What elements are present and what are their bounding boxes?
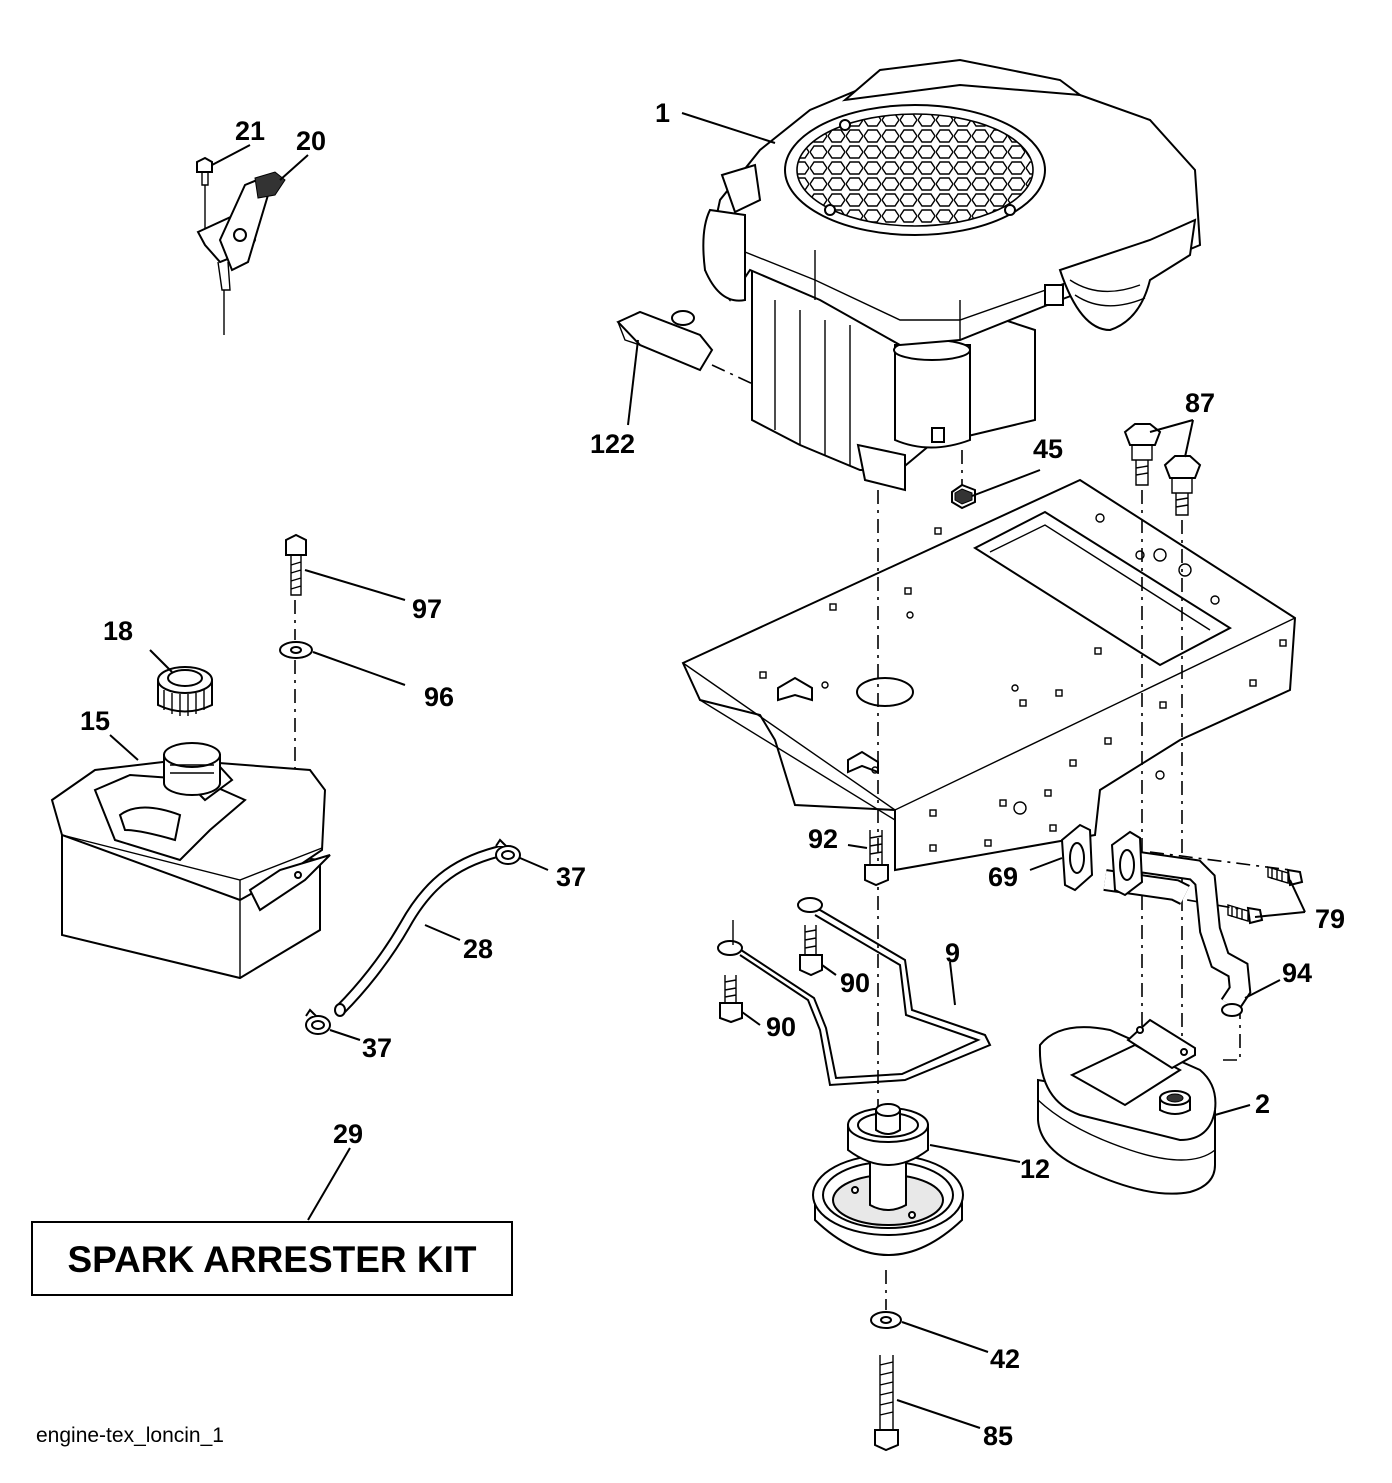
callout-85: 85 xyxy=(983,1421,1013,1451)
callout-90-upper: 90 xyxy=(840,968,870,998)
engine-bracket-122-icon xyxy=(616,310,756,386)
callout-90-lower: 90 xyxy=(766,1012,796,1042)
bolt-92-icon xyxy=(864,830,889,887)
fuel-hose-icon xyxy=(334,844,507,1017)
bolt-85-icon xyxy=(874,1355,899,1452)
washer-42-icon xyxy=(870,1311,902,1329)
callout-2: 2 xyxy=(1255,1089,1270,1119)
spark-arrester-kit-box xyxy=(31,1221,513,1296)
callout-15: 15 xyxy=(80,706,110,736)
callout-87: 87 xyxy=(1185,388,1215,418)
throttle-bracket-icon xyxy=(196,156,286,335)
callout-18: 18 xyxy=(103,616,133,646)
engine-icon xyxy=(702,58,1202,492)
hose-clamp-icon xyxy=(305,838,521,1035)
callout-12: 12 xyxy=(1020,1154,1050,1184)
callout-97: 97 xyxy=(412,594,442,624)
callout-79: 79 xyxy=(1315,904,1345,934)
bolt-87-icon xyxy=(1123,423,1202,516)
callout-122: 122 xyxy=(590,429,635,459)
callout-69: 69 xyxy=(988,862,1018,892)
callout-42: 42 xyxy=(990,1344,1020,1374)
callout-9: 9 xyxy=(945,938,960,968)
nut-45-icon xyxy=(951,483,976,510)
callout-45: 45 xyxy=(1033,434,1063,464)
callout-20: 20 xyxy=(296,126,326,156)
callout-37-bottom: 37 xyxy=(362,1033,392,1063)
callout-1: 1 xyxy=(655,98,670,128)
exhaust-pipe-icon xyxy=(1103,849,1252,1017)
washer-96-icon xyxy=(279,641,313,659)
callout-92: 92 xyxy=(808,824,838,854)
callout-28: 28 xyxy=(463,934,493,964)
frame-plate-icon xyxy=(681,478,1297,872)
wire-rod-icon xyxy=(717,897,992,1087)
fuel-cap-icon xyxy=(157,666,213,716)
fuel-tank-icon xyxy=(50,742,331,980)
figure-caption: engine-tex_loncin_1 xyxy=(36,1424,224,1447)
bolt-90-icon xyxy=(719,925,823,1024)
muffler-icon xyxy=(1037,1018,1217,1195)
callout-29: 29 xyxy=(333,1119,363,1149)
callout-96: 96 xyxy=(424,682,454,712)
screw-79-icon xyxy=(1227,866,1304,925)
bolt-97-icon xyxy=(285,533,307,596)
callout-94: 94 xyxy=(1282,958,1312,988)
gasket-icon xyxy=(1060,823,1144,897)
pulley-icon xyxy=(812,1103,964,1256)
callout-21: 21 xyxy=(235,116,265,146)
callout-37-top: 37 xyxy=(556,862,586,892)
spark-arrester-kit-label: SPARK ARRESTER KIT xyxy=(67,1239,476,1280)
